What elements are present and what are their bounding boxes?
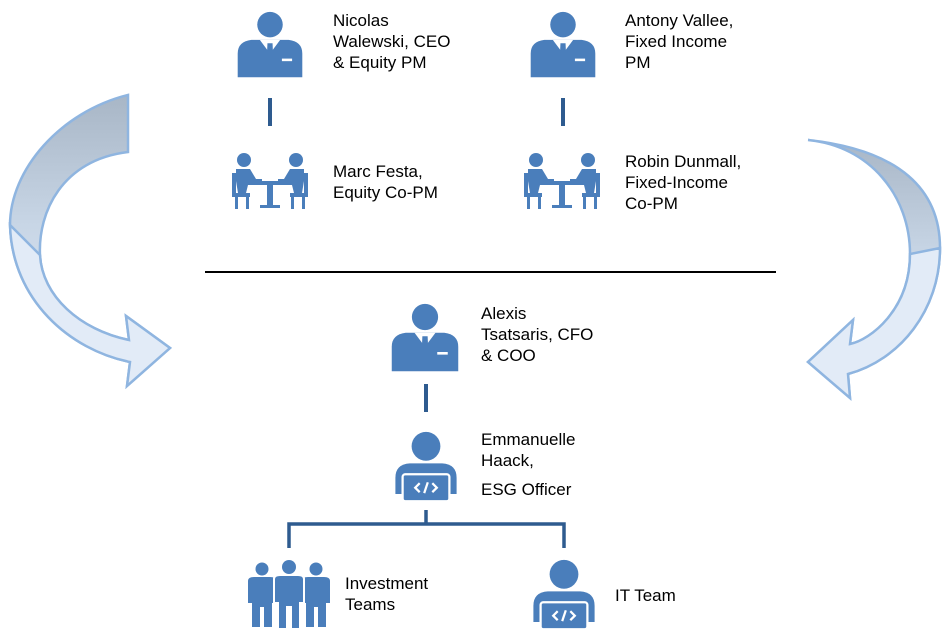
label-line: Robin Dunmall, — [625, 152, 742, 171]
fi-pm-label: Antony Vallee, Fixed Income PM — [625, 10, 733, 73]
label-line: IT Team — [615, 586, 676, 605]
label-line: & COO — [481, 346, 536, 365]
group-icon — [246, 558, 332, 631]
label-line: Marc Festa, — [333, 162, 423, 181]
label-line: & Equity PM — [333, 53, 427, 72]
developer-icon — [394, 430, 458, 503]
label-line: Equity Co-PM — [333, 183, 438, 202]
label-line: Alexis — [481, 304, 527, 323]
label-line: Haack, — [481, 451, 534, 470]
label-line: Fixed-Income — [625, 173, 728, 192]
label-line: Fixed Income — [625, 32, 728, 51]
fi-copm-label: Robin Dunmall, Fixed-Income Co-PM — [625, 151, 741, 214]
left-cycle-arrow — [8, 93, 172, 390]
businessman-icon — [237, 11, 303, 78]
connector-esg-teams — [287, 510, 566, 548]
label-line: ESG Officer — [481, 480, 572, 499]
label-line: Teams — [345, 595, 396, 614]
label-line: Tsatsaris, CFO — [481, 325, 594, 344]
label-line: Antony Vallee, — [625, 11, 734, 30]
label-line: Walewski, CEO — [333, 32, 451, 51]
label-line: Co-PM — [625, 194, 678, 213]
equity-copm-label: Marc Festa, Equity Co-PM — [333, 161, 438, 203]
businessman-icon — [391, 303, 459, 372]
ceo-label: Nicolas Walewski, CEO & Equity PM — [333, 10, 450, 73]
label-line: Nicolas — [333, 11, 389, 30]
businessman-icon — [530, 11, 596, 78]
meeting-icon — [524, 153, 600, 209]
developer-icon — [532, 558, 596, 631]
cfo-label: Alexis Tsatsaris, CFO & COO — [481, 303, 593, 366]
esg-label: Emmanuelle Haack, ESG Officer — [481, 429, 576, 500]
meeting-icon — [232, 153, 308, 209]
label-line: PM — [625, 53, 651, 72]
it-team-label: IT Team — [615, 585, 676, 606]
label-line: Investment — [345, 574, 429, 593]
right-cycle-arrow — [806, 138, 942, 401]
investment-teams-label: Investment Teams — [345, 573, 428, 615]
label-line: Emmanuelle — [481, 430, 576, 449]
